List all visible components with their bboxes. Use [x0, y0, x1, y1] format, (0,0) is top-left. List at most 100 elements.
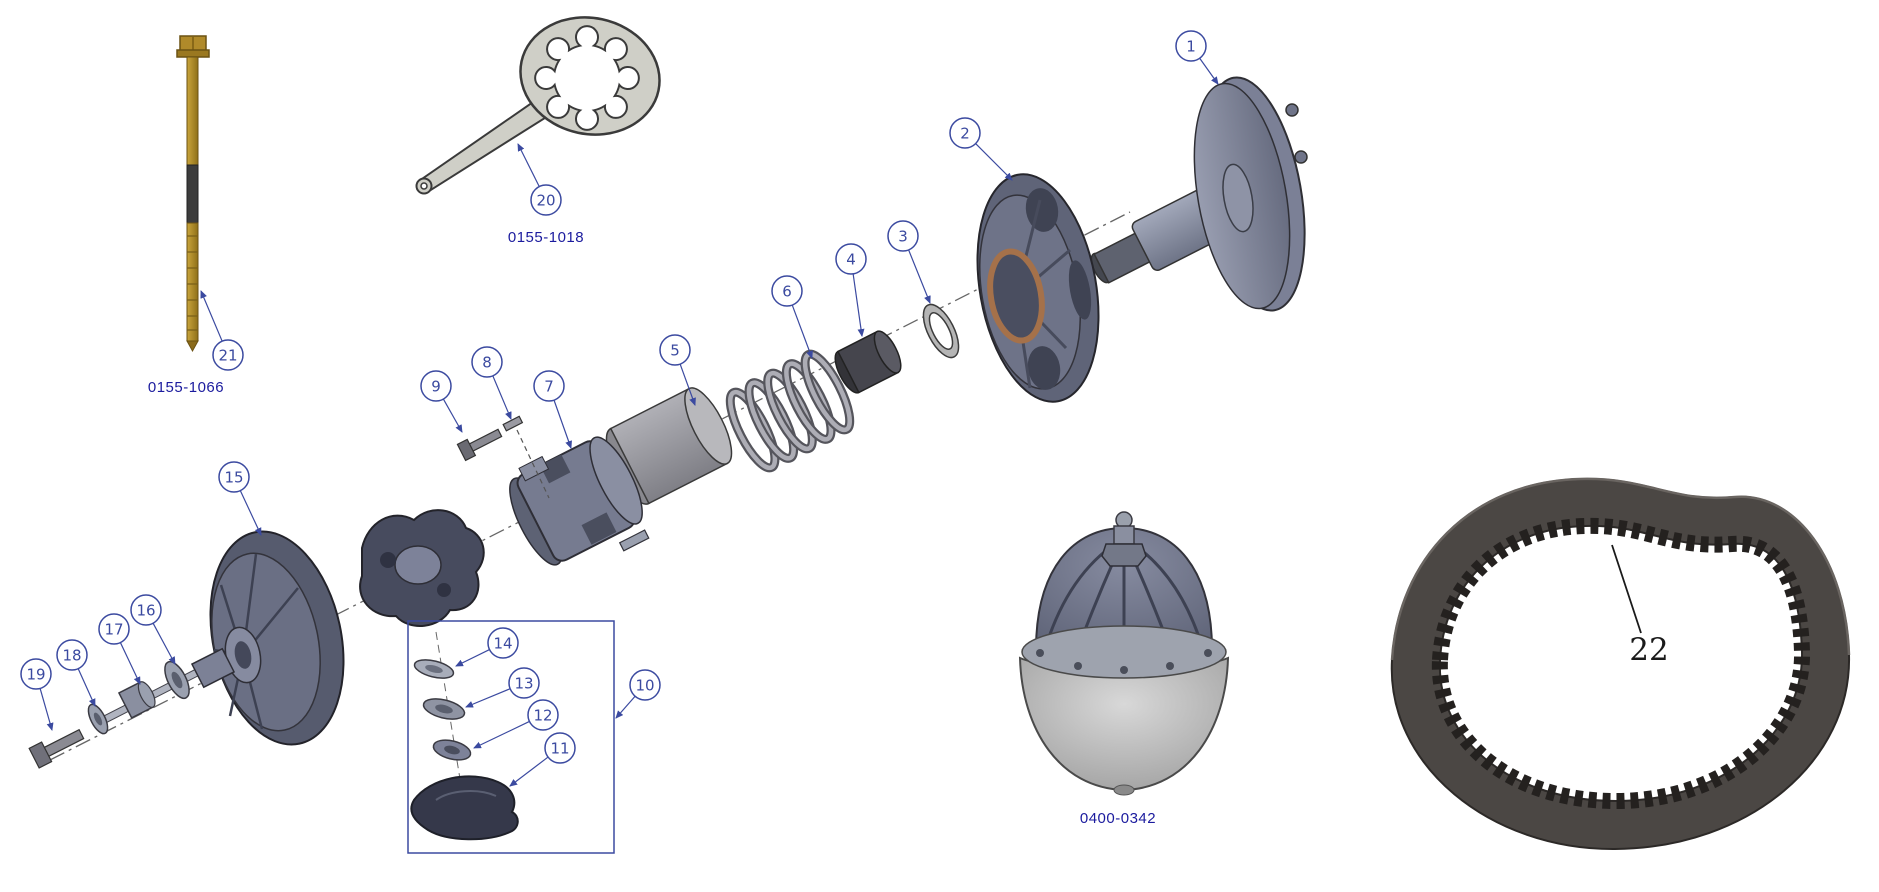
part-number-label: 0400-0342: [1080, 810, 1156, 827]
callout-bubble: [629, 669, 661, 701]
driven-clutch-assembly: [1018, 511, 1230, 796]
callout-5: 5: [659, 334, 696, 406]
part-number-layer: 0155-1018 0155-1066 0400-0342: [148, 229, 1156, 827]
callout-bubble: [508, 667, 540, 699]
callout-leader-line: [200, 290, 223, 342]
callout-number: 13: [514, 675, 533, 693]
housing-pin: [618, 529, 650, 552]
part-number-label: 0155-1018: [508, 229, 584, 246]
callout-leader-line: [975, 143, 1013, 181]
callout-13: 13: [465, 667, 540, 708]
callout-bubble: [533, 370, 565, 402]
callout-21: 21: [200, 290, 244, 371]
callout-number: 6: [782, 283, 792, 301]
wrench-splined-opening: [534, 25, 640, 131]
belt-item-number: 22: [1629, 632, 1668, 668]
part-7-roller-housing: [509, 436, 650, 566]
callout-15: 15: [218, 461, 262, 536]
kit-box-outline: [407, 620, 615, 854]
sheave-lug: [1294, 150, 1308, 164]
part-11-weight: [410, 775, 519, 841]
callout-bubble: [659, 334, 691, 366]
part-number-label: 0155-1066: [148, 379, 224, 396]
spider-bushing-ring: [987, 248, 1045, 344]
callout-bubble: [218, 461, 250, 493]
callout-number: 5: [670, 342, 680, 360]
callout-bubble: [487, 627, 519, 659]
callout-leader-line: [553, 399, 572, 449]
callout-10: 10: [615, 669, 661, 719]
callout-3: 3: [887, 220, 931, 304]
callout-bubble: [544, 732, 576, 764]
callout-bubble: [420, 370, 452, 402]
clutch-top-nut: [1101, 543, 1147, 567]
callout-number: 20: [536, 192, 555, 210]
callout-leader-line: [509, 756, 549, 787]
belt-leader-line: [1611, 544, 1642, 634]
callout-number: 11: [550, 740, 569, 758]
callout-number: 17: [104, 621, 123, 639]
callout-12: 12: [473, 699, 559, 749]
callout-6: 6: [771, 275, 813, 359]
part-12-disc: [432, 739, 472, 761]
part-5-cylinder: [605, 387, 733, 505]
callout-19: 19: [20, 658, 54, 731]
callout-number: 2: [960, 125, 970, 143]
callout-16: 16: [130, 594, 176, 665]
callout-bubble: [527, 699, 559, 731]
part-1-fixed-sheave: [1090, 76, 1308, 312]
callout-number: 3: [898, 228, 908, 246]
callout-bubble: [887, 220, 919, 252]
callout-leader-line: [152, 622, 176, 665]
callout-number: 18: [62, 647, 81, 665]
sheave-lug: [1285, 103, 1299, 117]
callout-number: 19: [26, 666, 45, 684]
callout-1: 1: [1175, 30, 1219, 85]
callout-9: 9: [420, 370, 463, 433]
part-3-washer-ring: [922, 303, 960, 359]
callout-bubble: [1175, 30, 1207, 62]
callout-leader-line: [239, 490, 262, 536]
callout-number: 14: [493, 635, 512, 653]
callout-number: 12: [533, 707, 552, 725]
callout-leader-line: [852, 273, 865, 337]
belt-label-layer: 22: [1611, 544, 1669, 668]
part-22-drive-belt: [1390, 477, 1851, 851]
callout-bubble: [56, 639, 88, 671]
callout-8: 8: [471, 346, 512, 420]
callout-bubble: [530, 184, 562, 216]
callout-11: 11: [509, 732, 576, 787]
callout-leader-line: [1199, 57, 1219, 85]
callout-7: 7: [533, 370, 572, 449]
part-10-weight-kit: [407, 620, 615, 854]
part-19-bolt: [28, 728, 85, 769]
part-15-movable-sheave: [98, 530, 345, 746]
callout-leader-line: [465, 688, 511, 708]
callout-number: 9: [431, 378, 441, 396]
callout-number: 8: [482, 354, 492, 372]
callout-leader-line: [473, 720, 530, 749]
callout-bubble: [130, 594, 162, 626]
part-13-disc: [422, 698, 466, 720]
callout-number: 15: [224, 469, 243, 487]
callout-leader-line: [791, 304, 813, 359]
callout-bubble: [98, 613, 130, 645]
callout-number: 10: [635, 677, 654, 695]
callout-number: 21: [218, 347, 237, 365]
callout-number: 1: [1186, 38, 1196, 56]
callout-leader-line: [39, 688, 54, 731]
part-14-disc: [413, 659, 455, 679]
callout-number: 16: [136, 602, 155, 620]
callout-14: 14: [455, 627, 519, 667]
callout-4: 4: [835, 243, 867, 337]
callout-leader-line: [492, 375, 512, 420]
callout-number: 7: [544, 378, 554, 396]
callout-bubble: [771, 275, 803, 307]
callout-leader-line: [679, 363, 696, 406]
callout-20: 20: [517, 143, 562, 216]
part-9-bolt: [456, 428, 503, 462]
part-2-spider-cover: [976, 173, 1100, 403]
